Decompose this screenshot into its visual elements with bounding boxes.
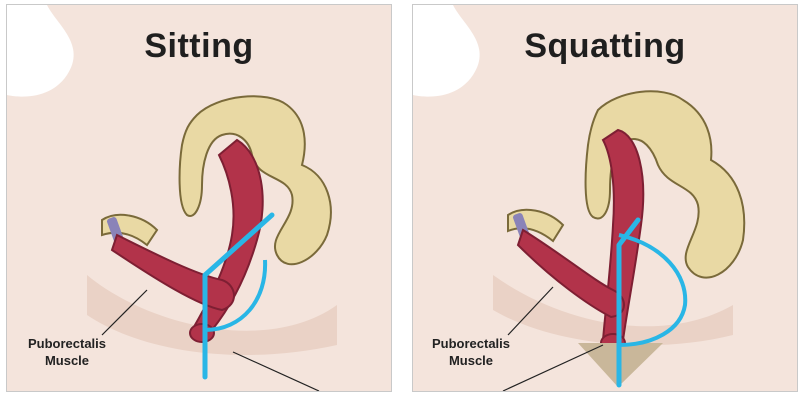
- anal-canal: [190, 324, 214, 342]
- label-line-1: Puborectalis: [415, 335, 527, 352]
- label-line-2: Muscle: [415, 352, 527, 369]
- label-line-1: Puborectalis: [11, 335, 123, 352]
- puborectalis-label: Puborectalis Muscle: [415, 335, 527, 369]
- squatting-panel: Squatting Puborectalis Muscle: [412, 4, 798, 392]
- panel-title: Squatting: [413, 27, 797, 66]
- panel-title: Sitting: [7, 27, 391, 66]
- label-line-2: Muscle: [11, 352, 123, 369]
- sitting-panel: Sitting Puborectalis Muscle: [6, 4, 392, 392]
- puborectalis-label: Puborectalis Muscle: [11, 335, 123, 369]
